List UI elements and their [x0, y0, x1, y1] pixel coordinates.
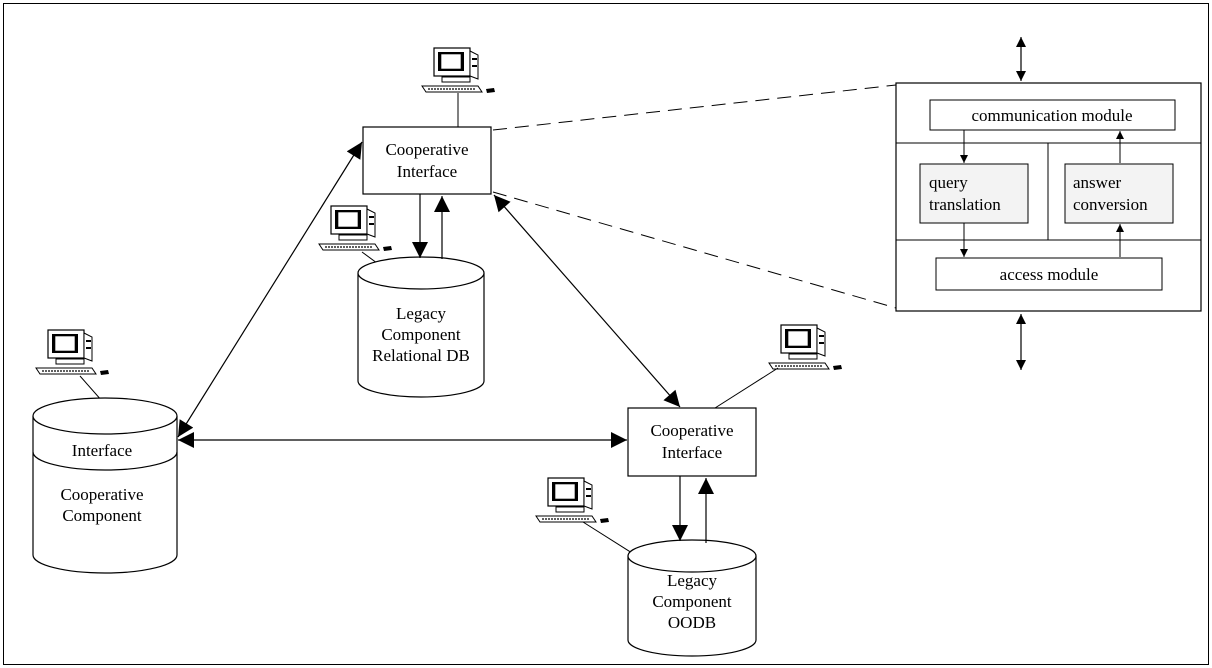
ci-bottom-line2: Interface — [662, 443, 722, 462]
query-translation-line1: query — [929, 173, 968, 192]
access-module-label: access module — [1000, 265, 1099, 284]
query-translation-box — [919, 163, 1029, 224]
workstation-icon — [35, 329, 110, 376]
zoom-line-top — [492, 84, 897, 131]
zoom-line-bottom — [492, 191, 897, 309]
legacy-rel-line3: Relational DB — [372, 346, 470, 365]
legacy-oodb-line1: Legacy — [667, 571, 718, 590]
answer-conversion-line2: conversion — [1073, 195, 1148, 214]
legacy-rel-line2: Component — [381, 325, 461, 344]
cooperative-interface-bottom — [627, 407, 757, 477]
communication-module-label: communication module — [972, 106, 1133, 125]
legacy-oodb — [627, 539, 757, 657]
workstation-icon — [421, 47, 496, 94]
answer-conversion-line1: answer — [1073, 173, 1121, 192]
cooperative-component — [32, 397, 178, 574]
communication-module-box — [929, 99, 1176, 131]
query-translation-line2: translation — [929, 195, 1001, 214]
workstation-icon — [768, 324, 843, 371]
link-ci-top-ci-bottom — [493, 194, 681, 408]
legacy-oodb-line2: Component — [652, 592, 732, 611]
legacy-oodb-line3: OODB — [668, 613, 716, 632]
legacy-rel-line1: Legacy — [396, 304, 447, 323]
workstation-icon — [535, 477, 610, 524]
page-border — [3, 3, 1209, 665]
ci-top-line1: Cooperative — [385, 140, 468, 159]
cc-interface-label: Interface — [72, 441, 132, 460]
cooperative-interface-top — [362, 126, 492, 195]
link-component-ci-top — [177, 141, 363, 438]
ci-bottom-line1: Cooperative — [650, 421, 733, 440]
access-module-box — [935, 257, 1163, 291]
answer-conversion-box — [1064, 163, 1174, 224]
cc-line2: Component — [62, 506, 142, 525]
cc-line1: Cooperative — [60, 485, 143, 504]
workstation-link — [714, 367, 779, 409]
workstation-icon — [318, 205, 393, 252]
ci-top-line2: Interface — [397, 162, 457, 181]
legacy-relational-db — [357, 256, 485, 398]
